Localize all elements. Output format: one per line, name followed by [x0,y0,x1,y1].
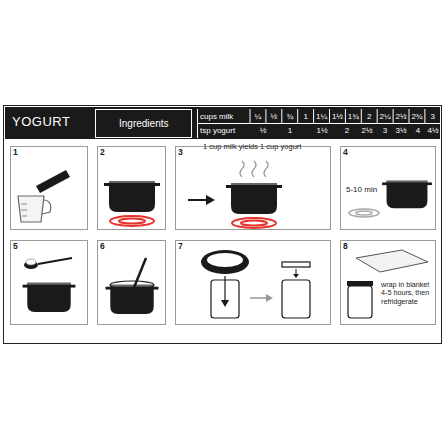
row-header: cups milk [200,110,248,123]
step-number: 3 [178,148,183,158]
pot [226,183,282,214]
table-cell: 3 [378,124,392,137]
arrow [188,195,215,205]
step-number: 6 [100,242,105,252]
table-cell: ½ [256,124,270,137]
table-cell: 1 [298,110,314,123]
step-number: 5 [13,242,18,252]
table-cell: 2½ [360,124,374,137]
table-cell: 2¾ [409,110,425,123]
ingredients-box: Ingredients [95,109,192,138]
table-cell: 1 [283,124,297,137]
pouring-pot [201,250,249,274]
spoon [133,258,146,290]
step-note: 5-10 min [346,185,377,194]
step-number: 1 [13,148,18,158]
table-cell: 1½ [330,110,346,123]
step-panel: 7 [175,240,331,325]
table-cell: ½ [266,110,282,123]
pot [23,283,76,312]
table-cell: 2¼ [377,110,393,123]
arrow [250,294,273,302]
jar [347,281,373,318]
step-panel: 5 [10,240,88,325]
spoon [24,258,72,269]
table-cell: 1¾ [345,110,361,123]
step-panel: 6 [97,240,166,325]
outer-frame [4,106,442,344]
pot [104,181,160,212]
stir-motion [110,281,154,289]
pot [382,181,432,209]
table-cell: 2½ [393,110,409,123]
step-number: 8 [343,242,348,252]
hot-burner [110,216,154,226]
blanket [356,250,428,272]
step-panel: 8 wrap in blanket 4-5 hours, then refridg… [340,240,436,325]
step-panel: 1 [10,146,88,230]
table-cell: 1½ [315,124,329,137]
ingredients-label: Ingredients [119,118,168,130]
table-cell: ¾ [282,110,298,123]
table-cell: 4 [411,124,425,137]
table-grid [197,109,440,138]
jar [282,262,310,318]
table-cell: 3 [425,110,441,123]
step-panel: 2 [97,146,166,230]
table-cell: 2 [361,110,377,123]
hot-burner [232,218,276,228]
step-note: wrap in blanket 4-5 hours, then refridge… [381,281,433,306]
table-cell: 1¼ [314,110,330,123]
measuring-cup [18,196,51,222]
jar [211,276,239,318]
header-band [5,107,440,139]
title: YOGURT [12,115,70,130]
table-cell: 3½ [394,124,408,137]
step-panel: 4 5-10 min [340,146,436,230]
step-panel: 3 [175,146,331,230]
step-number: 2 [100,148,105,158]
steam [240,161,268,177]
table-cell: ¼ [250,110,266,123]
table-cell: 4½ [426,124,440,137]
step-number: 4 [343,148,348,158]
step-number: 7 [178,242,183,252]
culture-packet [36,170,70,193]
cool-burner [349,209,379,217]
row-header: tsp yogurt [200,124,248,137]
table-cell: 2 [340,124,354,137]
note: 1 cup milk yields 1 cup yogurt [203,141,403,152]
